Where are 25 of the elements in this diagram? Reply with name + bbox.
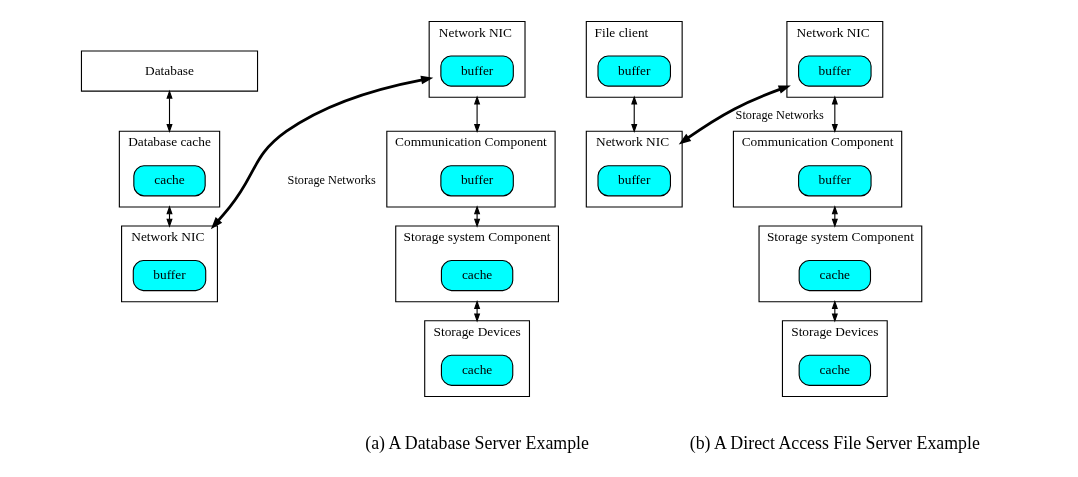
arrow	[165, 89, 173, 133]
node-box: buffer	[132, 259, 206, 292]
arrow	[473, 95, 480, 133]
label: (a) A Database Server Example	[364, 432, 589, 453]
node-box: buffer	[439, 55, 514, 87]
node-box: buffer	[439, 165, 514, 197]
node-box: cache	[798, 354, 871, 386]
node-box: cache	[132, 165, 206, 197]
node-box: cache	[798, 259, 871, 292]
arrow	[678, 85, 791, 145]
arrow	[831, 95, 838, 133]
label: (b) A Direct Access File Server Example	[689, 432, 980, 453]
arrow	[473, 205, 480, 228]
node-box: buffer	[596, 55, 671, 87]
node-box: buffer	[797, 55, 872, 87]
node-box: buffer	[596, 165, 671, 197]
node-box: cache	[440, 354, 513, 386]
node-box: Database	[80, 50, 258, 92]
node-box: cache	[440, 259, 513, 292]
arrow	[210, 75, 433, 230]
edge-label: Storage Networks	[735, 107, 824, 122]
edge-label: Storage Networks	[287, 172, 376, 187]
arrow	[473, 300, 480, 323]
node-box: buffer	[797, 165, 872, 197]
arrow	[630, 95, 637, 133]
